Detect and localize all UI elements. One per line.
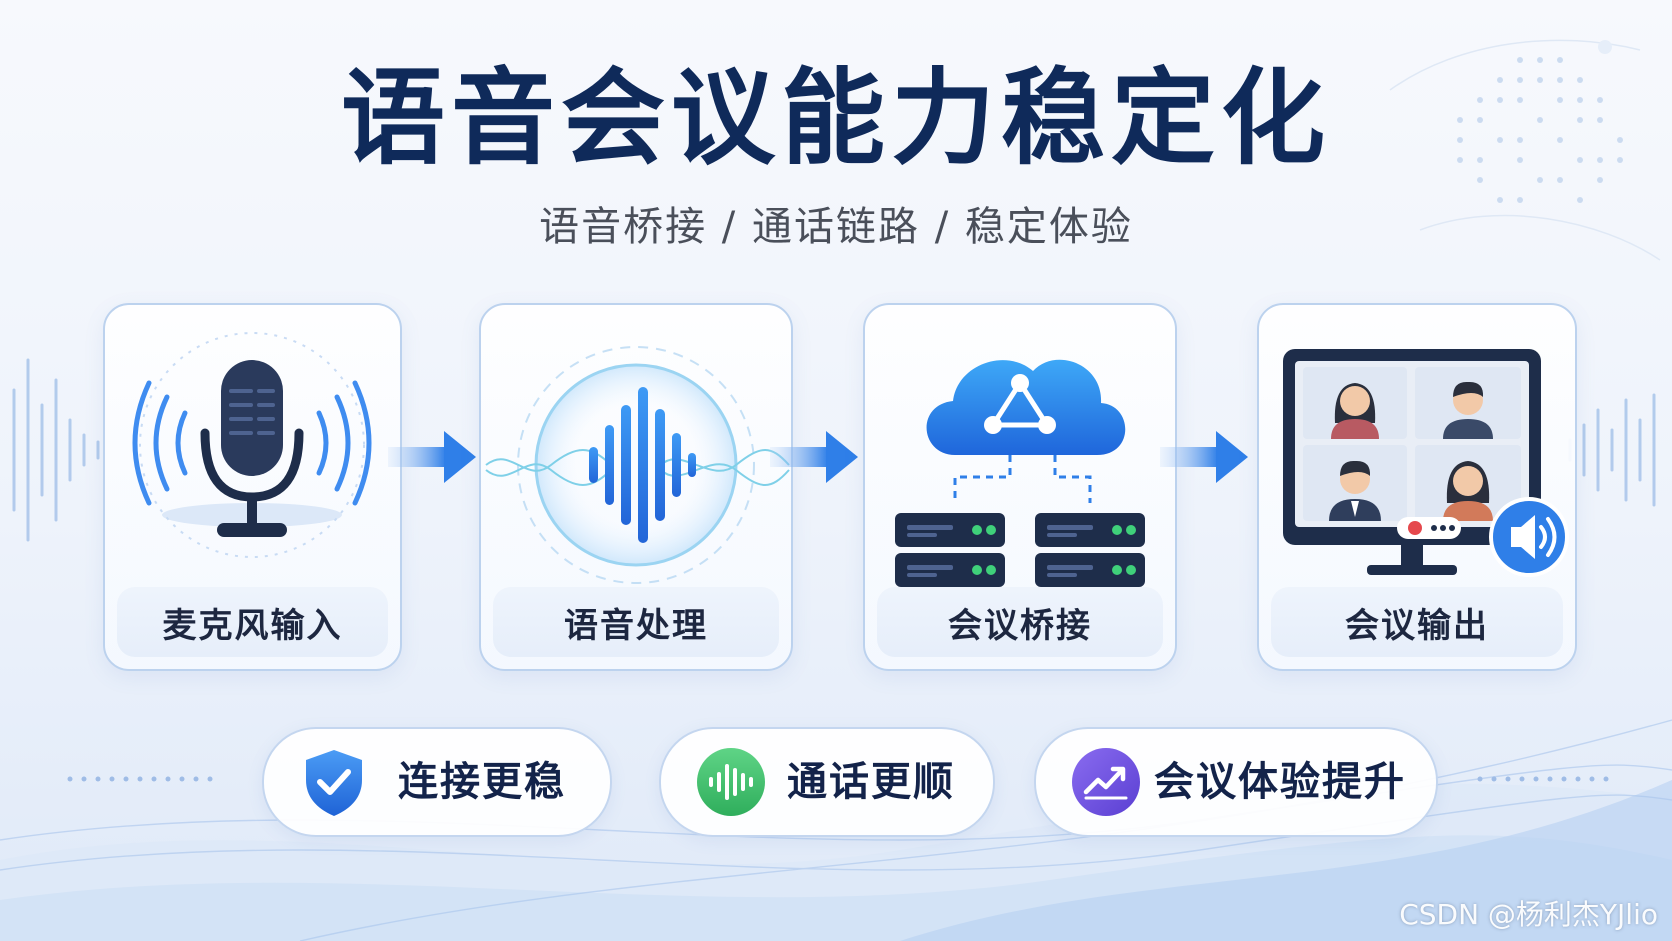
step-card-conference-output: 会议输出 xyxy=(1257,303,1577,671)
shield-check-icon xyxy=(306,750,362,816)
left-soundwave-decoration xyxy=(12,358,100,542)
flow-arrow-icon xyxy=(388,431,476,483)
cloud-server-icon xyxy=(895,359,1145,587)
step-card-conference-bridge: 会议桥接 xyxy=(863,303,1177,671)
step-label: 会议桥接 xyxy=(877,587,1163,657)
speaker-icon xyxy=(1489,497,1569,577)
server-rack-icon xyxy=(895,513,1005,587)
participant-avatar-icon xyxy=(1443,461,1493,521)
voice-wave-icon xyxy=(697,748,765,816)
participant-avatar-icon xyxy=(1329,460,1381,521)
participant-avatar-icon xyxy=(1443,381,1493,439)
page-title: 语音会议能力稳定化 xyxy=(340,57,1331,179)
step-label: 语音处理 xyxy=(493,587,779,657)
watermark: CSDN @杨利杰YJlio xyxy=(1399,898,1658,931)
step-card-voice-processing: 语音处理 xyxy=(479,303,793,671)
right-soundwave-decoration xyxy=(1568,393,1656,507)
video-conference-monitor-icon xyxy=(1283,349,1569,577)
page-subtitle: 语音桥接 / 通话链路 / 稳定体验 xyxy=(539,204,1133,250)
step-label: 会议输出 xyxy=(1271,587,1563,657)
step-label: 麦克风输入 xyxy=(117,587,388,657)
microphone-icon xyxy=(132,332,372,558)
benefit-label: 会议体验提升 xyxy=(1154,759,1406,805)
benefit-pill-smooth-call: 通话更顺 xyxy=(659,727,995,837)
trend-up-icon xyxy=(1072,748,1140,816)
benefit-pill-stable-connection: 连接更稳 xyxy=(262,727,612,837)
step-card-microphone-input: 麦克风输入 xyxy=(103,303,402,671)
dotted-globe-decoration xyxy=(1457,57,1623,203)
benefit-label: 连接更稳 xyxy=(398,759,566,805)
server-rack-icon xyxy=(1035,513,1145,587)
call-controls-icon xyxy=(1397,517,1461,539)
flow-arrow-icon xyxy=(1160,431,1248,483)
flow-arrow-icon xyxy=(770,431,858,483)
participant-avatar-icon xyxy=(1331,383,1379,439)
benefit-pill-better-experience: 会议体验提升 xyxy=(1034,727,1438,837)
benefit-label: 通话更顺 xyxy=(787,759,955,805)
